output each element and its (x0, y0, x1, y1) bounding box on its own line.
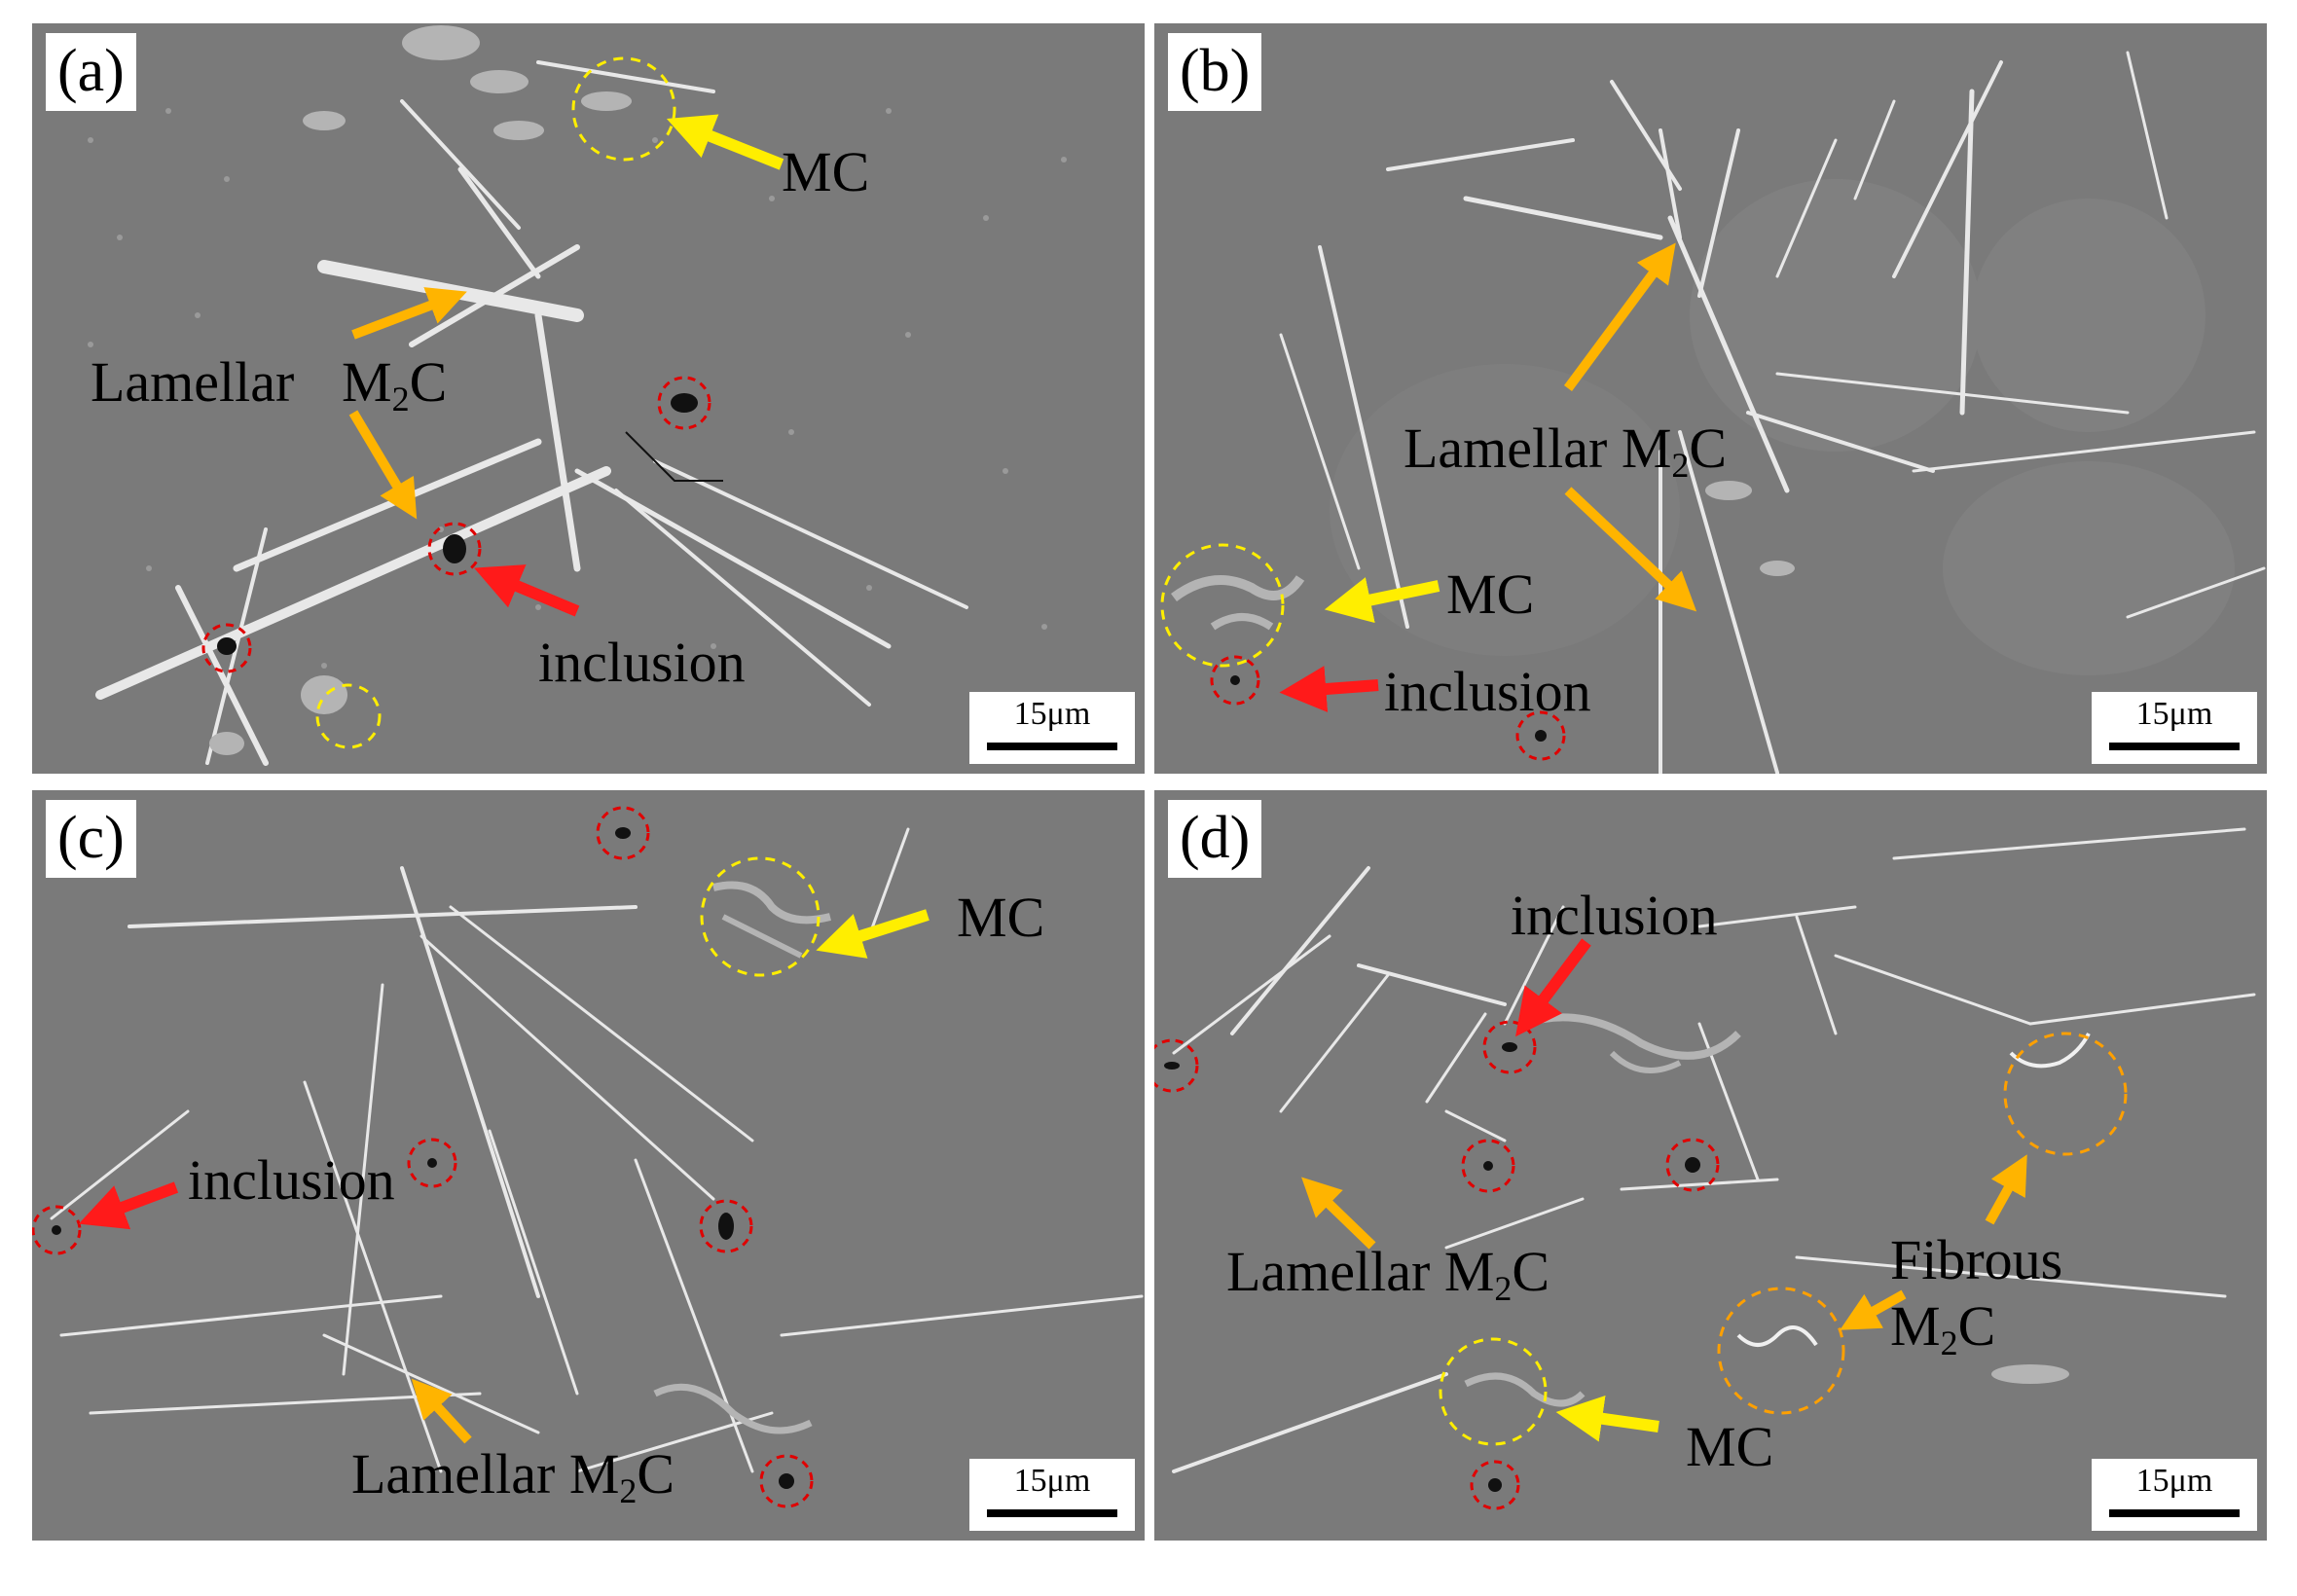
fibrous-arrow (1985, 1154, 2027, 1225)
inclusions (1230, 675, 1547, 742)
mc-arrow (1555, 1395, 1659, 1442)
panel-a-micrograph (32, 23, 1145, 774)
lamellar-arrow (1563, 242, 1676, 391)
lamellar-label: Lamellar (91, 350, 295, 414)
scale-bar-text: 15μm (2135, 696, 2213, 732)
panel-a-annotations (201, 56, 784, 749)
inclusion-circle (1470, 1460, 1520, 1510)
inclusion-circle (1461, 1139, 1515, 1193)
inclusion-arrow (78, 1181, 179, 1230)
scale-bar: 15μm (2092, 1459, 2257, 1531)
scale-bar: 15μm (969, 692, 1135, 764)
inclusion-circle (1515, 710, 1566, 761)
inclusion-circle (657, 376, 711, 430)
inclusion-label: inclusion (1384, 660, 1591, 723)
fibrous-carbides (1736, 1033, 2091, 1347)
mc-label: MC (782, 140, 870, 203)
mc-carbides (209, 25, 632, 755)
scale-bar-line (2109, 1509, 2240, 1517)
fibrous-arrow (1840, 1289, 1907, 1330)
mc-circle (315, 683, 382, 749)
panel-label: (a) (46, 33, 136, 111)
mc-carbides (653, 881, 831, 1434)
panel-d: (d) inclusion Lamellar M2C Fibrous M2C M… (1154, 790, 2267, 1541)
scale-bar-text: 15μm (1013, 1463, 1091, 1499)
inclusion-circle (1154, 1038, 1199, 1093)
inclusions (217, 393, 698, 655)
scale-bar: 15μm (2092, 692, 2257, 764)
inclusion-circle (1665, 1138, 1720, 1192)
fibrous-circle (1717, 1287, 1845, 1415)
mc-circle (571, 56, 676, 162)
inclusion-label: inclusion (1511, 884, 1718, 947)
scale-bar-text: 15μm (2135, 1463, 2213, 1499)
inclusion-arrow (1515, 938, 1591, 1037)
mc-arrow (666, 114, 784, 170)
panel-label: (c) (46, 800, 136, 878)
mc-circle (700, 856, 820, 977)
inclusion-circle (596, 806, 650, 860)
panel-b-annotations (1160, 242, 1697, 761)
lamellar-arrow (348, 410, 418, 520)
mc-label: MC (1686, 1415, 1774, 1478)
lamellar-arrow (411, 1378, 472, 1444)
inclusion-circle (759, 1454, 814, 1508)
mc-carbides (1171, 481, 1795, 631)
panel-c-annotations (32, 806, 930, 1508)
mc-label: MC (957, 886, 1045, 949)
lamellar-carbides (1279, 51, 2266, 774)
scale-bar-line (987, 1509, 1117, 1517)
panel-c: (c) MC inclusion Lamellar M2C 15μm (32, 790, 1145, 1541)
fine-precipitates (88, 108, 1067, 669)
inclusion-label: inclusion (188, 1148, 395, 1212)
panel-label: (d) (1168, 800, 1262, 878)
mc-arrow (1324, 577, 1440, 624)
inclusion-label: inclusion (538, 631, 746, 694)
inclusion-circle (1210, 655, 1260, 706)
inclusion-circle (407, 1138, 457, 1188)
lamellar-m2c-label: Lamellar M2C (1226, 1240, 1550, 1308)
mc-arrow (816, 909, 930, 959)
fibrous-m2c-label: M2C (1890, 1294, 1996, 1362)
fibrous-circle (2003, 1032, 2128, 1156)
panel-b: (b) Lamellar M2C MC inclusion 15μm (1154, 23, 2267, 774)
panel-d-micrograph (1154, 790, 2267, 1541)
lamellar-arrow (1301, 1177, 1376, 1250)
fibrous-label: Fibrous (1890, 1228, 2063, 1291)
lamellar-m2c-label: Lamellar M2C (351, 1442, 675, 1510)
inclusion-circle (427, 522, 482, 576)
inclusions (52, 827, 794, 1489)
scale-bar-line (2109, 743, 2240, 750)
panel-d-annotations (1154, 938, 2128, 1510)
mc-circle (1160, 543, 1285, 668)
inclusion-arrow (474, 564, 580, 617)
lamellar-carbides (1172, 827, 2256, 1473)
inclusion-arrow (1279, 666, 1379, 712)
lamellar-arrow (1564, 487, 1697, 612)
inclusion-circle (32, 1205, 82, 1255)
scale-bar-text: 15μm (1013, 696, 1091, 732)
scale-bar: 15μm (969, 1459, 1135, 1531)
panel-b-micrograph (1154, 23, 2267, 774)
inclusion-circle (1482, 1020, 1537, 1074)
scale-bar-line (987, 743, 1117, 750)
inclusion-circle (699, 1199, 753, 1253)
mc-circle (1439, 1337, 1548, 1446)
lamellar-m2c-label: Lamellar M2C (1404, 417, 1728, 485)
lamellar-arrow (351, 287, 467, 340)
panel-label: (b) (1168, 33, 1262, 111)
inclusion-circle (201, 623, 252, 673)
m2c-label: M2C (342, 350, 448, 418)
panel-a: (a) MC Lamellar M2C inclusion 15μm (32, 23, 1145, 774)
inclusions (1164, 1042, 1700, 1492)
mc-label: MC (1446, 562, 1535, 626)
